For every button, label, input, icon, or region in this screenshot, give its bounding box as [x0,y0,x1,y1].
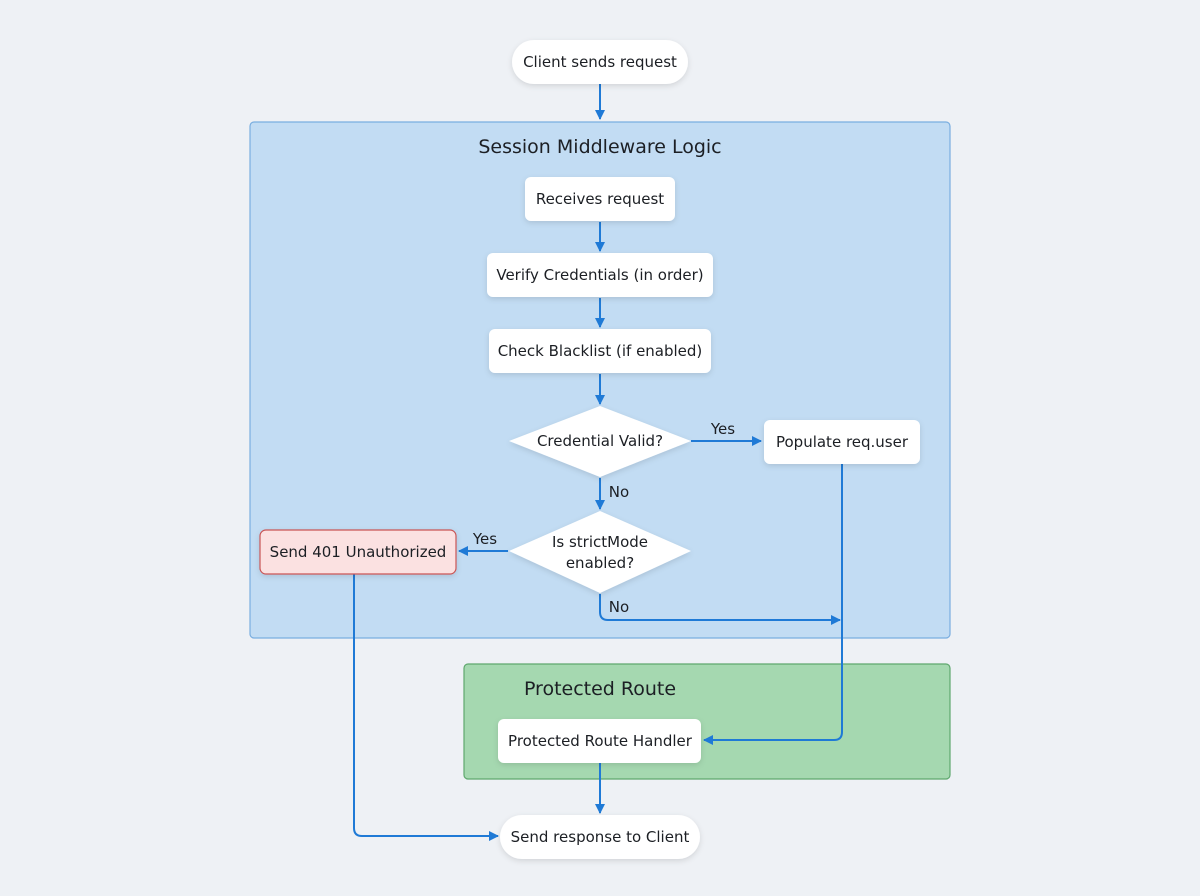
node-client-request-label: Client sends request [523,53,677,71]
node-credential-valid[interactable]: Credential Valid? [509,406,691,477]
edge-401-to-response [353,574,499,841]
node-populate-user[interactable]: Populate req.user [764,420,920,464]
node-send-response[interactable]: Send response to Client [500,815,700,859]
node-strict-mode[interactable]: Is strictMode enabled? [509,511,691,593]
node-verify-credentials-label: Verify Credentials (in order) [496,266,703,284]
protected-route-group-title: Protected Route [524,678,676,700]
edge-strict-no-to-handler [599,594,841,625]
edge-label-strict-yes: Yes [472,530,497,548]
node-strict-mode-label-line2: enabled? [566,554,634,572]
node-send-401[interactable]: Send 401 Unauthorized [259,529,457,575]
node-route-handler[interactable]: Protected Route Handler [498,719,701,763]
edge-label-valid-no: No [609,483,629,501]
node-credential-valid-label: Credential Valid? [537,432,663,450]
edge-label-valid-yes: Yes [710,420,735,438]
edges [353,84,843,841]
node-receives-request[interactable]: Receives request [525,177,675,221]
edge-populate-to-handler [703,464,843,745]
node-verify-credentials[interactable]: Verify Credentials (in order) [487,253,713,297]
node-populate-user-label: Populate req.user [776,433,909,451]
node-send-response-label: Send response to Client [511,828,690,846]
node-send-401-label: Send 401 Unauthorized [270,543,447,561]
node-receives-request-label: Receives request [536,190,664,208]
node-route-handler-label: Protected Route Handler [508,732,693,750]
node-check-blacklist-label: Check Blacklist (if enabled) [498,342,703,360]
edge-label-strict-no: No [609,598,629,616]
node-client-request[interactable]: Client sends request [512,40,688,84]
middleware-group-title: Session Middleware Logic [478,136,721,158]
node-check-blacklist[interactable]: Check Blacklist (if enabled) [489,329,711,373]
node-strict-mode-label-line1: Is strictMode [552,533,648,551]
